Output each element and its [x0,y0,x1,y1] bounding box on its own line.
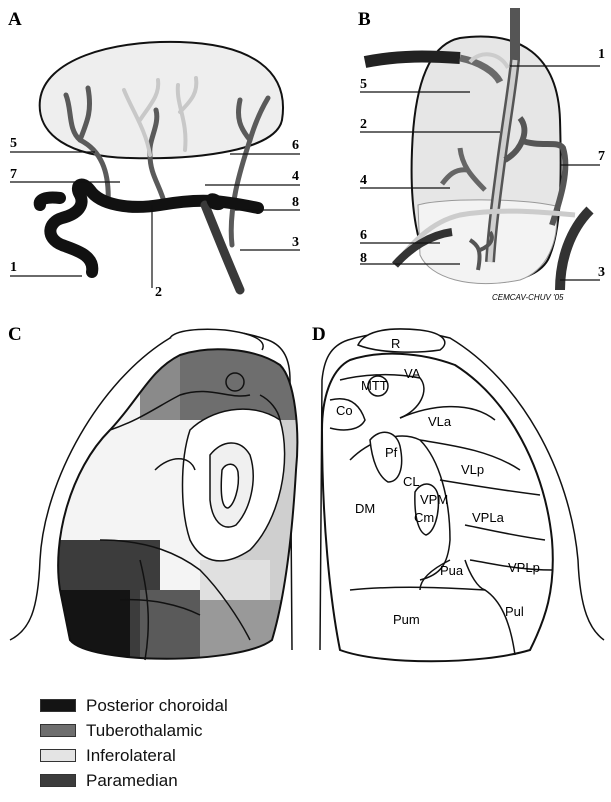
region-label-pum: Pum [393,612,420,627]
panel-b-callout-4: 4 [360,173,367,188]
panel-b-callout-7: 7 [598,149,605,164]
legend: Posterior choroidal Tuberothalamic Infer… [40,693,228,793]
panel-a-callout-5: 5 [10,136,17,151]
region-label-dm: DM [355,501,375,516]
legend-swatch-inferolateral [40,749,76,762]
legend-label-tuberothalamic: Tuberothalamic [86,721,203,741]
panel-d-reticular [358,329,445,352]
region-label-vpla: VPLa [472,510,505,525]
region-label-pua: Pua [440,563,464,578]
panel-d: D R VA MTT Co VLa Pf VLp CL [312,324,604,661]
panel-b-credit: CEMCAV-CHUV '05 [492,293,564,302]
legend-item: Tuberothalamic [40,718,228,743]
legend-swatch-tuberothalamic [40,724,76,737]
panel-a-callout-2: 2 [155,285,162,300]
panel-b-callout-8: 8 [360,251,367,266]
region-label-cm: Cm [414,510,434,525]
legend-label-paramedian: Paramedian [86,771,178,791]
region-label-r: R [391,336,400,351]
region-label-co: Co [336,403,353,418]
region-label-mtt: MTT [361,378,388,393]
legend-label-inferolateral: Inferolateral [86,746,176,766]
region-label-vplp: VPLp [508,560,540,575]
panel-a-thalamus [40,42,283,158]
panel-b-right-artery [560,210,590,290]
legend-item: Inferolateral [40,743,228,768]
panel-b-callout-1: 1 [598,47,605,62]
panel-a-callout-3: 3 [292,235,299,250]
panel-b-callout-3: 3 [598,265,605,280]
legend-item: Posterior choroidal [40,693,228,718]
legend-swatch-posterior-choroidal [40,699,76,712]
panel-d-letter: D [312,324,326,345]
panel-a-callout-7: 7 [10,167,17,182]
legend-swatch-paramedian [40,774,76,787]
panel-a: A [8,9,300,300]
panel-a-callout-8: 8 [292,195,299,210]
panel-a-letter: A [8,9,22,30]
region-label-pf: Pf [385,445,398,460]
panel-b-callout-6: 6 [360,228,367,243]
panel-c-letter: C [8,324,22,345]
panel-a-callout-1: 1 [10,260,17,275]
legend-label-posterior-choroidal: Posterior choroidal [86,696,228,716]
panel-a-descending-branch [205,205,240,290]
panel-a-artery-origin [40,197,60,205]
region-label-cl: CL [403,474,420,489]
region-label-vlp: VLp [461,462,484,477]
panel-b: B 5 2 4 6 8 1 7 [358,8,605,302]
panel-a-callout-4: 4 [292,169,299,184]
panel-b-letter: B [358,9,371,30]
panel-b-callout-2: 2 [360,117,367,132]
region-label-vla: VLa [428,414,452,429]
region-label-vpm: VPM [420,492,448,507]
panel-c: C [8,324,310,680]
region-label-va: VA [404,366,421,381]
panel-a-callout-6: 6 [292,138,299,153]
legend-item: Paramedian [40,768,228,793]
panel-b-left-artery [365,57,460,62]
region-label-pul: Pul [505,604,524,619]
panel-c-reticular [170,329,263,350]
panel-b-callout-5: 5 [360,77,367,92]
